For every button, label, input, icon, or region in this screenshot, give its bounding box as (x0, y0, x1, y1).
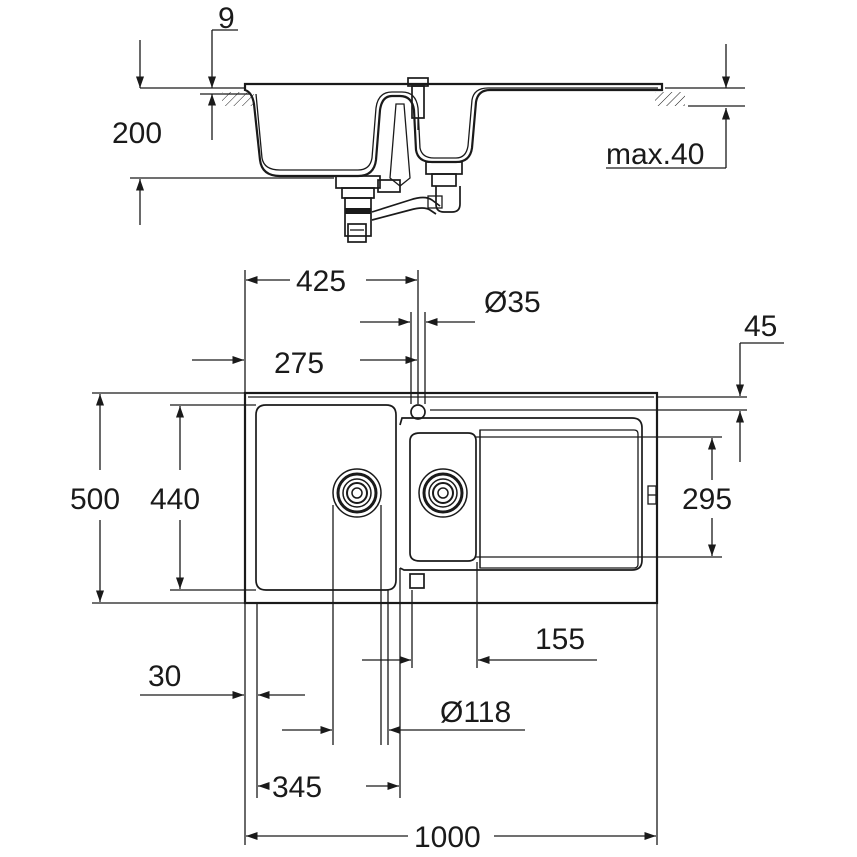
drainer (399, 417, 643, 571)
dim-label-118: Ø118 (440, 696, 511, 729)
sink-profile-inner (255, 87, 658, 171)
connector-overflow (389, 103, 411, 187)
dim-label-295: 295 (682, 483, 732, 516)
dim-label-155: 155 (535, 623, 585, 656)
connector-pipe (371, 196, 441, 221)
worktop-hatch-left (222, 92, 254, 106)
waste-right-plan (418, 468, 468, 518)
worktop-hatch-right (655, 92, 685, 106)
dim-label-1000: 1000 (414, 821, 481, 854)
connector-coupling (377, 179, 401, 193)
waste-right-band (427, 195, 443, 209)
dim-label-345: 345 (272, 771, 322, 804)
main-bowl (255, 404, 397, 591)
dim-label-500: 500 (70, 483, 120, 516)
dim-label-425: 425 (296, 265, 346, 298)
waste-left-nut (341, 187, 375, 199)
side-section-view: 9 200 max.40 (112, 2, 745, 243)
plan-view: 425 Ø35 275 45 500 440 295 155 30 (70, 265, 784, 854)
dim-label-9: 9 (218, 2, 235, 35)
sink-profile-outer (243, 82, 664, 178)
waste-left-trap (344, 197, 372, 237)
waste-right-elbow (435, 186, 461, 213)
waste-right-body (425, 161, 463, 175)
waste-left-band (345, 208, 371, 214)
dim-label-35: Ø35 (484, 286, 541, 319)
small-bowl (409, 432, 477, 562)
waste-left-plan (332, 468, 382, 518)
dim-label-200: 200 (112, 117, 162, 150)
drainer-inner (479, 429, 639, 569)
dim-label-45: 45 (744, 310, 777, 343)
dim-label-30: 30 (148, 660, 181, 693)
dim-label-275: 275 (274, 347, 324, 380)
waste-right-nut (431, 173, 457, 187)
waste-left-body (335, 175, 381, 189)
dim-label-max40: max.40 (606, 138, 704, 171)
dim-label-440: 440 (150, 483, 200, 516)
tap-hole (410, 404, 426, 420)
waste-left-outlet (347, 223, 367, 243)
overflow-slot (409, 573, 425, 589)
